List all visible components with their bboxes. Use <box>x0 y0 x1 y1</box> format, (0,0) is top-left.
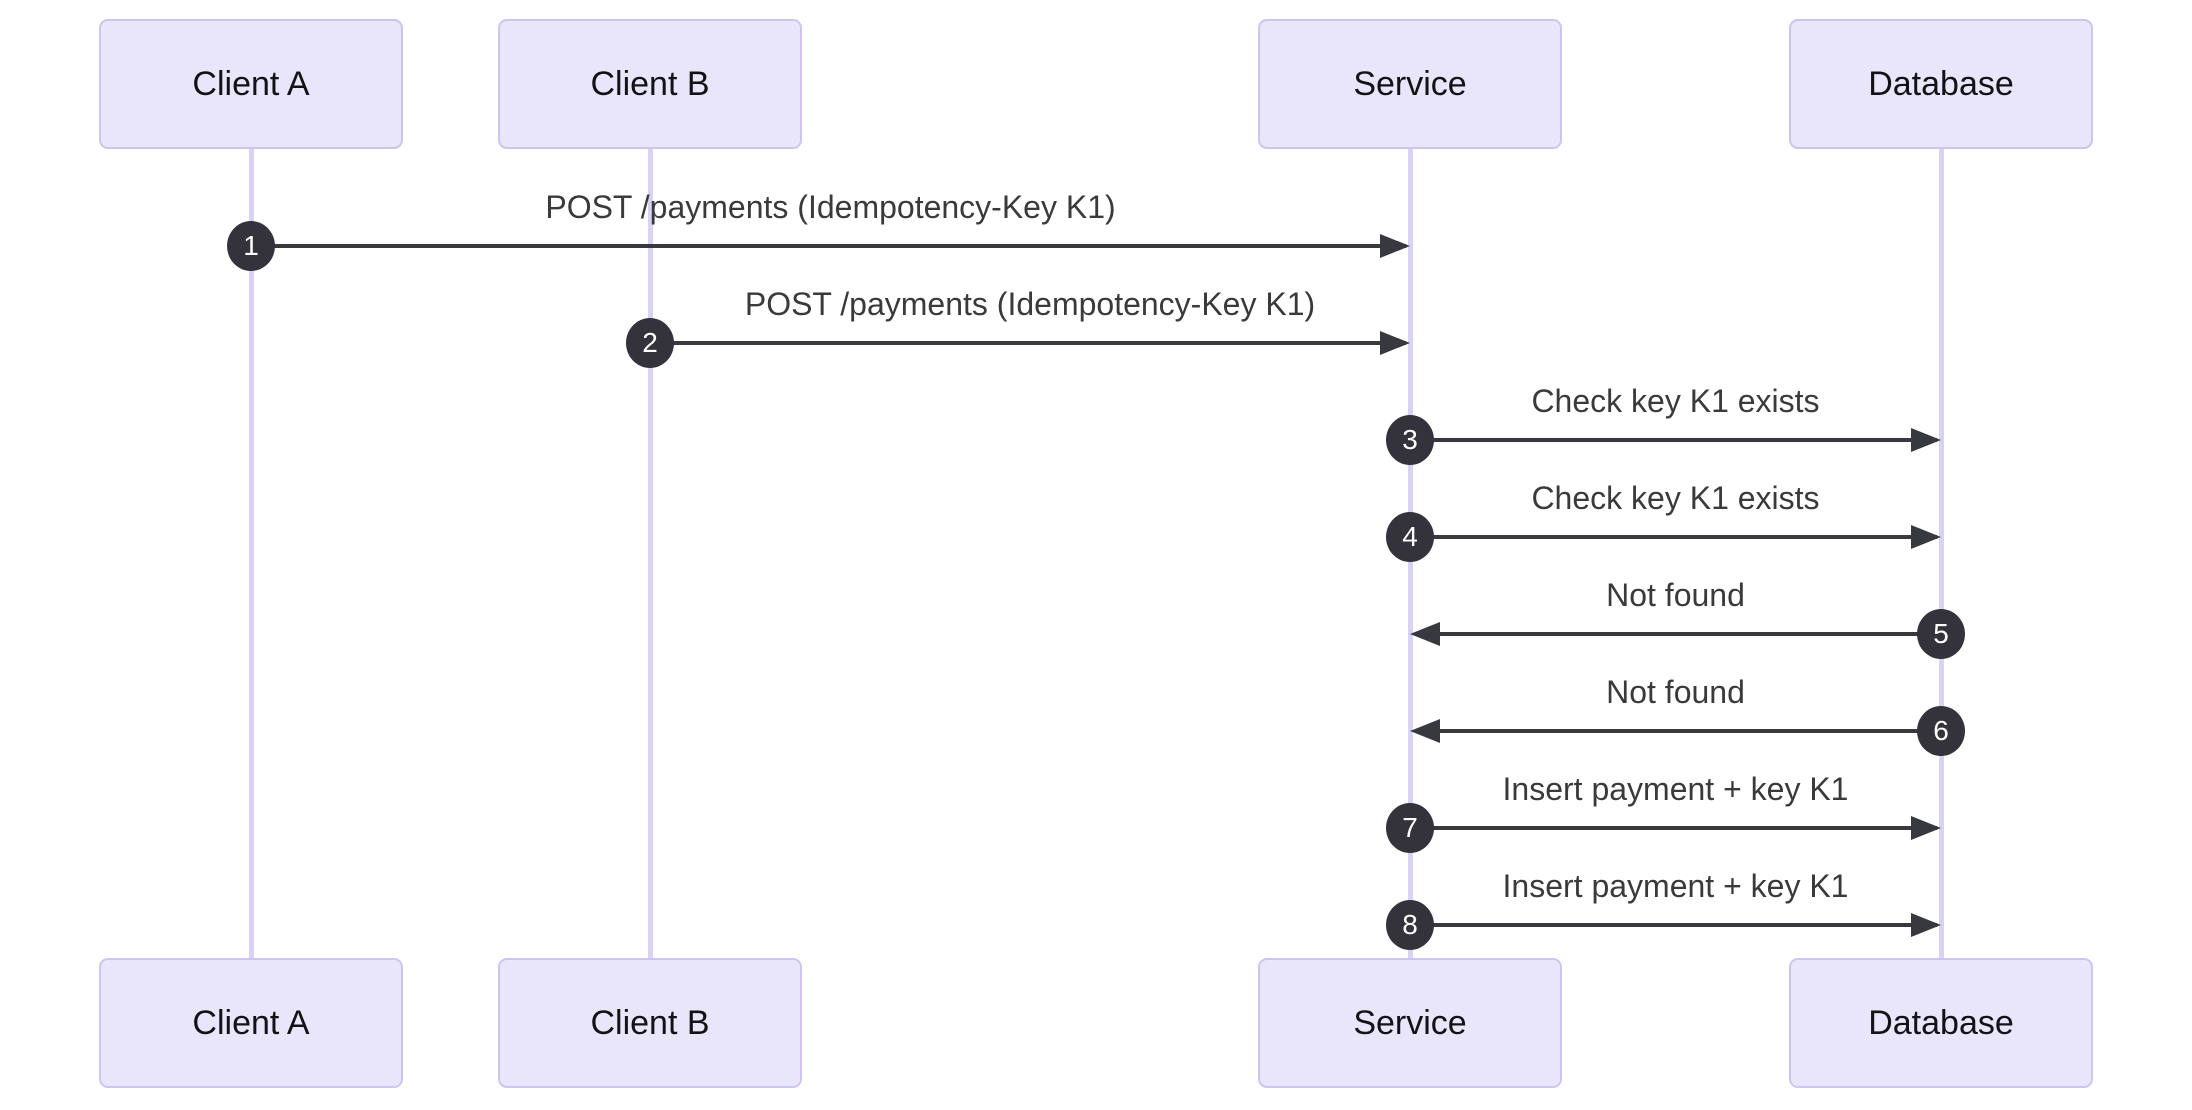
message-1-arrowhead-icon <box>1380 234 1410 258</box>
message-3-number-badge: 3 <box>1386 415 1434 465</box>
message-1-line <box>271 244 1406 248</box>
actor-label: Database <box>1868 64 2014 103</box>
message-4-label: Check key K1 exists <box>1531 480 1820 516</box>
message-4-line <box>1430 535 1937 539</box>
actor-label: Service <box>1353 64 1467 103</box>
sequence-number: 3 <box>1402 424 1418 455</box>
actor-service-bottom-box: Service <box>1258 958 1562 1088</box>
message-8-label: Insert payment + key K1 <box>1502 868 1849 904</box>
actor-label: Client B <box>590 64 710 103</box>
message-7-arrowhead-icon <box>1911 816 1941 840</box>
message-8-arrowhead-icon <box>1911 913 1941 937</box>
lifeline-database <box>1938 147 1944 958</box>
message-2-number-badge: 2 <box>626 318 674 368</box>
message-6-number-badge: 6 <box>1917 706 1965 756</box>
message-8-number-badge: 8 <box>1386 900 1434 950</box>
actor-label: Database <box>1868 1003 2014 1042</box>
message-2-line <box>670 341 1406 345</box>
sequence-number: 1 <box>243 230 259 261</box>
actor-client-b-bottom-box: Client B <box>498 958 802 1088</box>
message-1-number-badge: 1 <box>227 221 275 271</box>
message-5-line <box>1436 632 1921 636</box>
message-7-line <box>1430 826 1937 830</box>
message-3-label: Check key K1 exists <box>1531 383 1820 419</box>
lifeline-client-b <box>647 147 653 958</box>
actor-database-bottom-box: Database <box>1789 958 2093 1088</box>
actor-label: Service <box>1353 1003 1467 1042</box>
sequence-number: 7 <box>1402 812 1418 843</box>
actor-client-b-top-box: Client B <box>498 19 802 149</box>
actor-client-a-top-box: Client A <box>99 19 403 149</box>
sequence-number: 8 <box>1402 909 1418 940</box>
message-2-label: POST /payments (Idempotency-Key K1) <box>744 286 1316 322</box>
actor-client-a-bottom-box: Client A <box>99 958 403 1088</box>
message-1-label: POST /payments (Idempotency-Key K1) <box>545 189 1116 225</box>
actor-service-top-box: Service <box>1258 19 1562 149</box>
message-5-label: Not found <box>1606 577 1745 613</box>
message-5-arrowhead-icon <box>1410 622 1440 646</box>
message-6-arrowhead-icon <box>1410 719 1440 743</box>
message-3-arrowhead-icon <box>1911 428 1941 452</box>
message-6-label: Not found <box>1606 674 1745 710</box>
lifeline-client-a <box>248 147 254 958</box>
message-4-number-badge: 4 <box>1386 512 1434 562</box>
message-7-label: Insert payment + key K1 <box>1502 771 1849 807</box>
sequence-number: 6 <box>1933 715 1949 746</box>
message-2-arrowhead-icon <box>1380 331 1410 355</box>
actor-database-top-box: Database <box>1789 19 2093 149</box>
sequence-number: 5 <box>1933 618 1949 649</box>
message-3-line <box>1430 438 1937 442</box>
sequence-number: 2 <box>642 327 658 358</box>
sequence-number: 4 <box>1402 521 1418 552</box>
message-4-arrowhead-icon <box>1911 525 1941 549</box>
message-7-number-badge: 7 <box>1386 803 1434 853</box>
actor-label: Client A <box>192 1003 310 1042</box>
actor-label: Client B <box>590 1003 710 1042</box>
message-8-line <box>1430 923 1937 927</box>
actor-label: Client A <box>192 64 310 103</box>
message-6-line <box>1436 729 1921 733</box>
message-5-number-badge: 5 <box>1917 609 1965 659</box>
